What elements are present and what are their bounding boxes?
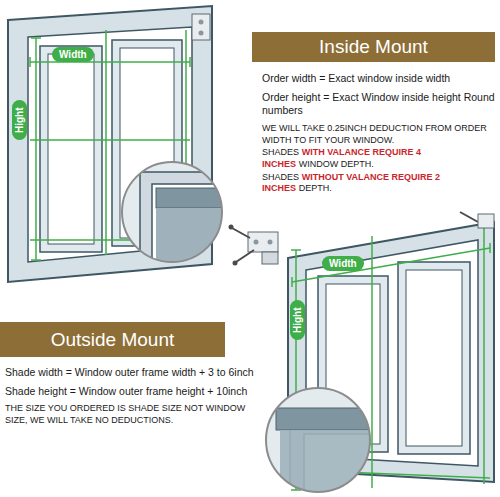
section-band: Inside Mount	[252, 32, 495, 62]
dimension-label: Width	[59, 49, 87, 60]
note-text: Order height = Exact Window inside heigh…	[262, 91, 495, 117]
dimension-label: Hight	[14, 107, 25, 133]
note-text: Shade height = Window outer frame height…	[5, 385, 247, 397]
instruction-line: Order width = Exact window inside width	[262, 72, 496, 86]
instruction-line: THE SIZE YOU ORDERED IS SHADE SIZE NOT W…	[5, 403, 260, 426]
width-tag: Width	[52, 47, 94, 62]
note-text: Order width = Exact window inside width	[262, 72, 450, 84]
instruction-line: Order height = Exact Window inside heigh…	[262, 91, 496, 118]
instruction-line: Shade height = Window outer frame height…	[5, 385, 260, 399]
section-band: Outside Mount	[0, 322, 225, 357]
section-title: Outside Mount	[51, 329, 175, 351]
outside-window	[229, 212, 495, 497]
width-tag: Width	[322, 256, 364, 271]
section-title: Inside Mount	[319, 36, 428, 58]
note-text: SHADES	[262, 147, 299, 157]
instruction-line: SHADESWITH VALANCE REQUIRE 4 INCHESWINDO…	[262, 147, 496, 170]
bracket	[192, 14, 210, 40]
note-text: THE SIZE YOU ORDERED IS SHADE SIZE NOT W…	[5, 403, 245, 425]
height-tag: Hight	[12, 100, 27, 140]
dimension-label: Width	[329, 258, 357, 269]
note-text: SHADES	[262, 172, 299, 182]
inside-window	[8, 6, 236, 282]
note-text: WINDOW DEPTH.	[299, 159, 374, 169]
instruction-line: SHADESWITHOUT VALANCE REQUIRE 2 INCHESDE…	[262, 172, 496, 195]
note-text: DEPTH.	[299, 183, 332, 193]
instructions: Shade width = Window outer frame width +…	[5, 366, 260, 428]
note-text: WE WILL TAKE 0.25INCH DEDUCTION FROM ORD…	[262, 123, 487, 145]
height-tag: Hight	[290, 300, 305, 340]
instruction-line: Shade width = Window outer frame width +…	[5, 366, 260, 380]
note-text: Shade width = Window outer frame width +…	[5, 366, 254, 378]
instructions: Order width = Exact window inside widthO…	[262, 72, 496, 196]
dimension-label: Hight	[292, 307, 303, 333]
instruction-line: WE WILL TAKE 0.25INCH DEDUCTION FROM ORD…	[262, 123, 496, 146]
